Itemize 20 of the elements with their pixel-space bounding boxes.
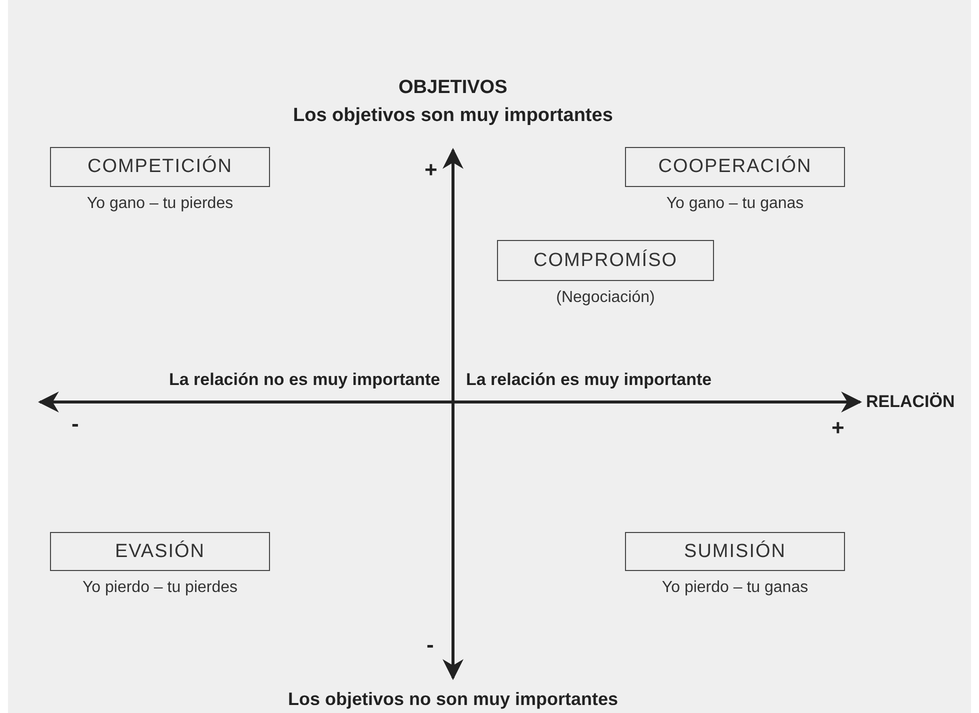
axis-caption: Los objetivos son muy importantes [293, 104, 613, 127]
axis-caption: La relación no es muy importante [169, 370, 440, 390]
axis-title: OBJETIVOS [398, 76, 508, 99]
strategy-box: COOPERACIÓN [625, 147, 845, 187]
outcome-caption: Yo pierdo – tu ganas [660, 579, 810, 597]
outcome-caption: Yo gano – tu pierdes [86, 195, 234, 213]
sign-label: - [72, 410, 79, 437]
axis-caption: La relación es muy importante [466, 370, 712, 390]
sign-label: - [426, 632, 434, 658]
sign-label: + [424, 156, 438, 183]
axis-title: RELACIÖN [866, 392, 955, 412]
strategy-box: COMPROMÍSO [497, 240, 714, 281]
outcome-caption: (Negociación) [555, 289, 656, 307]
sign-label: + [832, 414, 844, 441]
outcome-caption: Yo pierdo – tu pierdes [81, 579, 239, 597]
axis-caption: Los objetivos no son muy importantes [288, 689, 618, 710]
strategy-box: EVASIÓN [50, 532, 270, 571]
strategy-box: COMPETICIÓN [50, 147, 270, 187]
strategy-box: SUMISIÓN [625, 532, 845, 571]
outcome-caption: Yo gano – tu ganas [665, 195, 805, 213]
